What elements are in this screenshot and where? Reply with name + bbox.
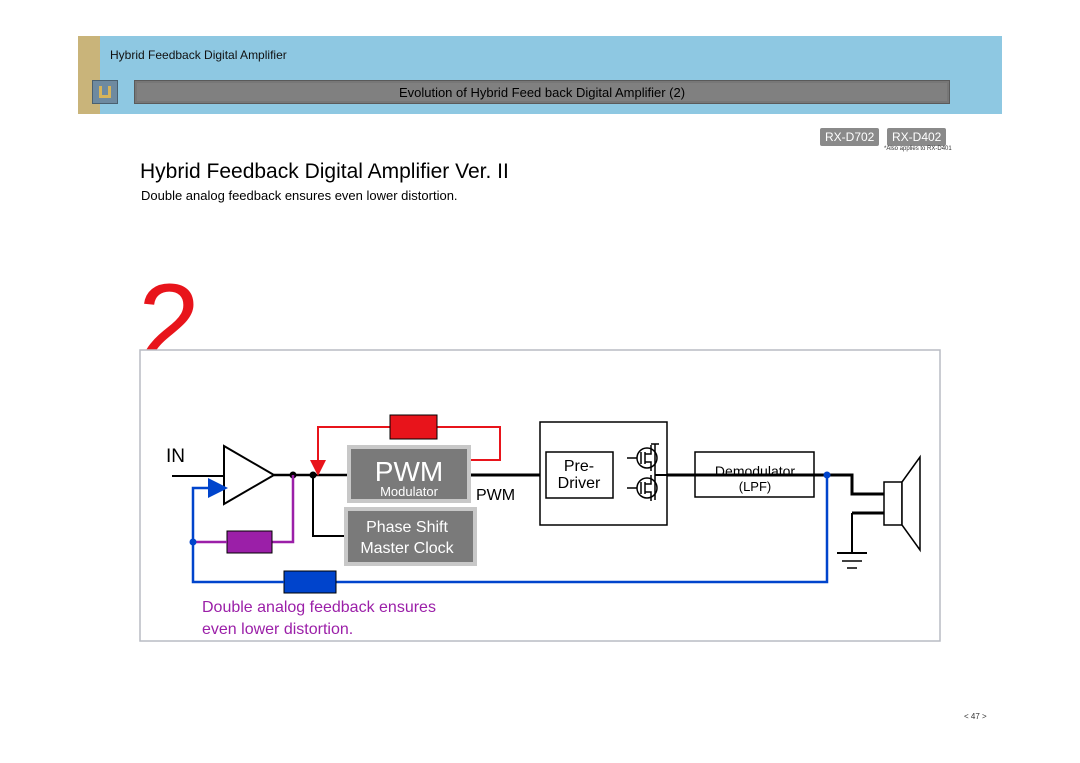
logo-icon [92,80,118,104]
purple-feedback-resistor [226,530,273,554]
amplifier-triangle [223,444,276,506]
pwm-modulator-block [351,449,467,499]
speaker-icon [883,454,921,553]
clock-line [312,475,344,537]
model-tag-rx-d402: RX-D402 [887,128,947,146]
title-bar-text: Evolution of Hybrid Feed back Digital Am… [137,83,947,101]
demod-line2: (LPF) [739,479,772,494]
in-label: IN [166,446,185,467]
note-line1: Double analog feedback ensures [202,599,436,616]
clock-line2: Master Clock [360,540,454,557]
demod-line1: Demodulator [715,463,795,479]
predriver-block [545,451,614,499]
feedback-note: Double analog feedback ensures even lowe… [202,597,436,641]
note-line2: even lower distortion. [202,621,354,638]
section-title: Hybrid Feedback Digital Amplifier [110,48,287,62]
page-title: Hybrid Feedback Digital Amplifier Ver. I… [140,160,509,183]
pwm-title: PWM [375,456,443,487]
page-subtitle: Double analog feedback ensures even lowe… [141,188,458,203]
pwm-sub: Modulator [380,484,438,499]
pwm-output-label: PWM [476,487,515,504]
model-note: *Also applies to RX-D401 [884,146,952,152]
mosfet-icon [627,445,658,471]
red-feedback-resistor [389,414,438,440]
page-number: < 47 > [964,712,987,721]
mosfet-icon [627,475,658,501]
master-clock-block [348,511,473,562]
red-feedback-line [437,426,501,461]
speaker-line [814,473,884,496]
clock-line1: Phase Shift [366,519,448,536]
predriver-line2: Driver [558,475,601,492]
model-tag-rx-d702: RX-D702 [820,128,880,146]
red-feedback-line [310,426,350,476]
predriver-line1: Pre- [564,458,594,475]
blue-feedback-resistor [283,570,337,594]
title-bar: Evolution of Hybrid Feed back Digital Am… [134,80,950,104]
purple-feedback-line [272,475,295,544]
blue-feedback-line [336,475,829,584]
